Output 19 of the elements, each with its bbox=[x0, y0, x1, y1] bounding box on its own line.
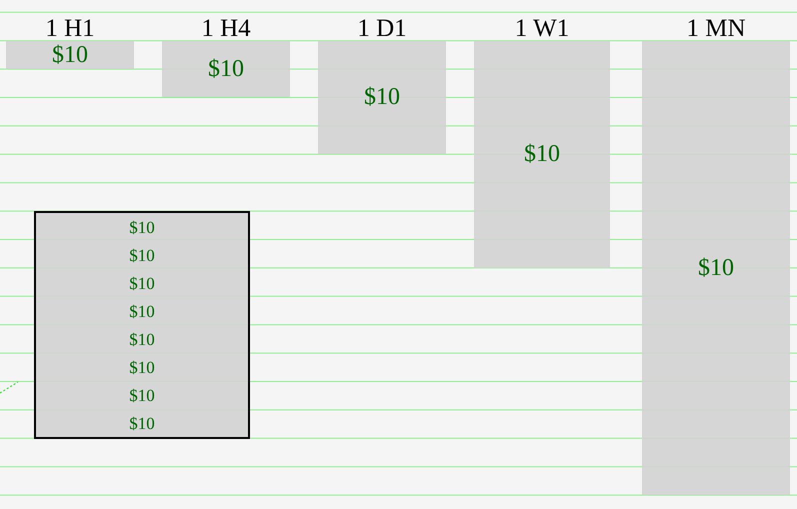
price-label: $10 bbox=[524, 142, 560, 166]
price-label: $10 bbox=[52, 42, 88, 67]
column-heading: 1 H1 bbox=[45, 15, 95, 42]
column-heading: 1 D1 bbox=[357, 15, 407, 42]
price-label: $10 bbox=[129, 274, 155, 292]
column-heading: 1 H4 bbox=[201, 15, 251, 42]
price-label: $10 bbox=[364, 85, 400, 110]
price-label: $10 bbox=[698, 256, 734, 280]
price-label: $10 bbox=[129, 358, 155, 376]
price-label: $10 bbox=[129, 218, 155, 236]
column-heading: 1 MN bbox=[686, 15, 746, 42]
price-label: $10 bbox=[129, 246, 155, 264]
price-label: $10 bbox=[129, 414, 155, 432]
column-heading: 1 W1 bbox=[514, 15, 570, 42]
price-label: $10 bbox=[208, 57, 244, 82]
price-label: $10 bbox=[129, 386, 155, 404]
price-label: $10 bbox=[129, 330, 155, 348]
price-label: $10 bbox=[129, 302, 155, 320]
stacked-panel bbox=[34, 211, 250, 439]
